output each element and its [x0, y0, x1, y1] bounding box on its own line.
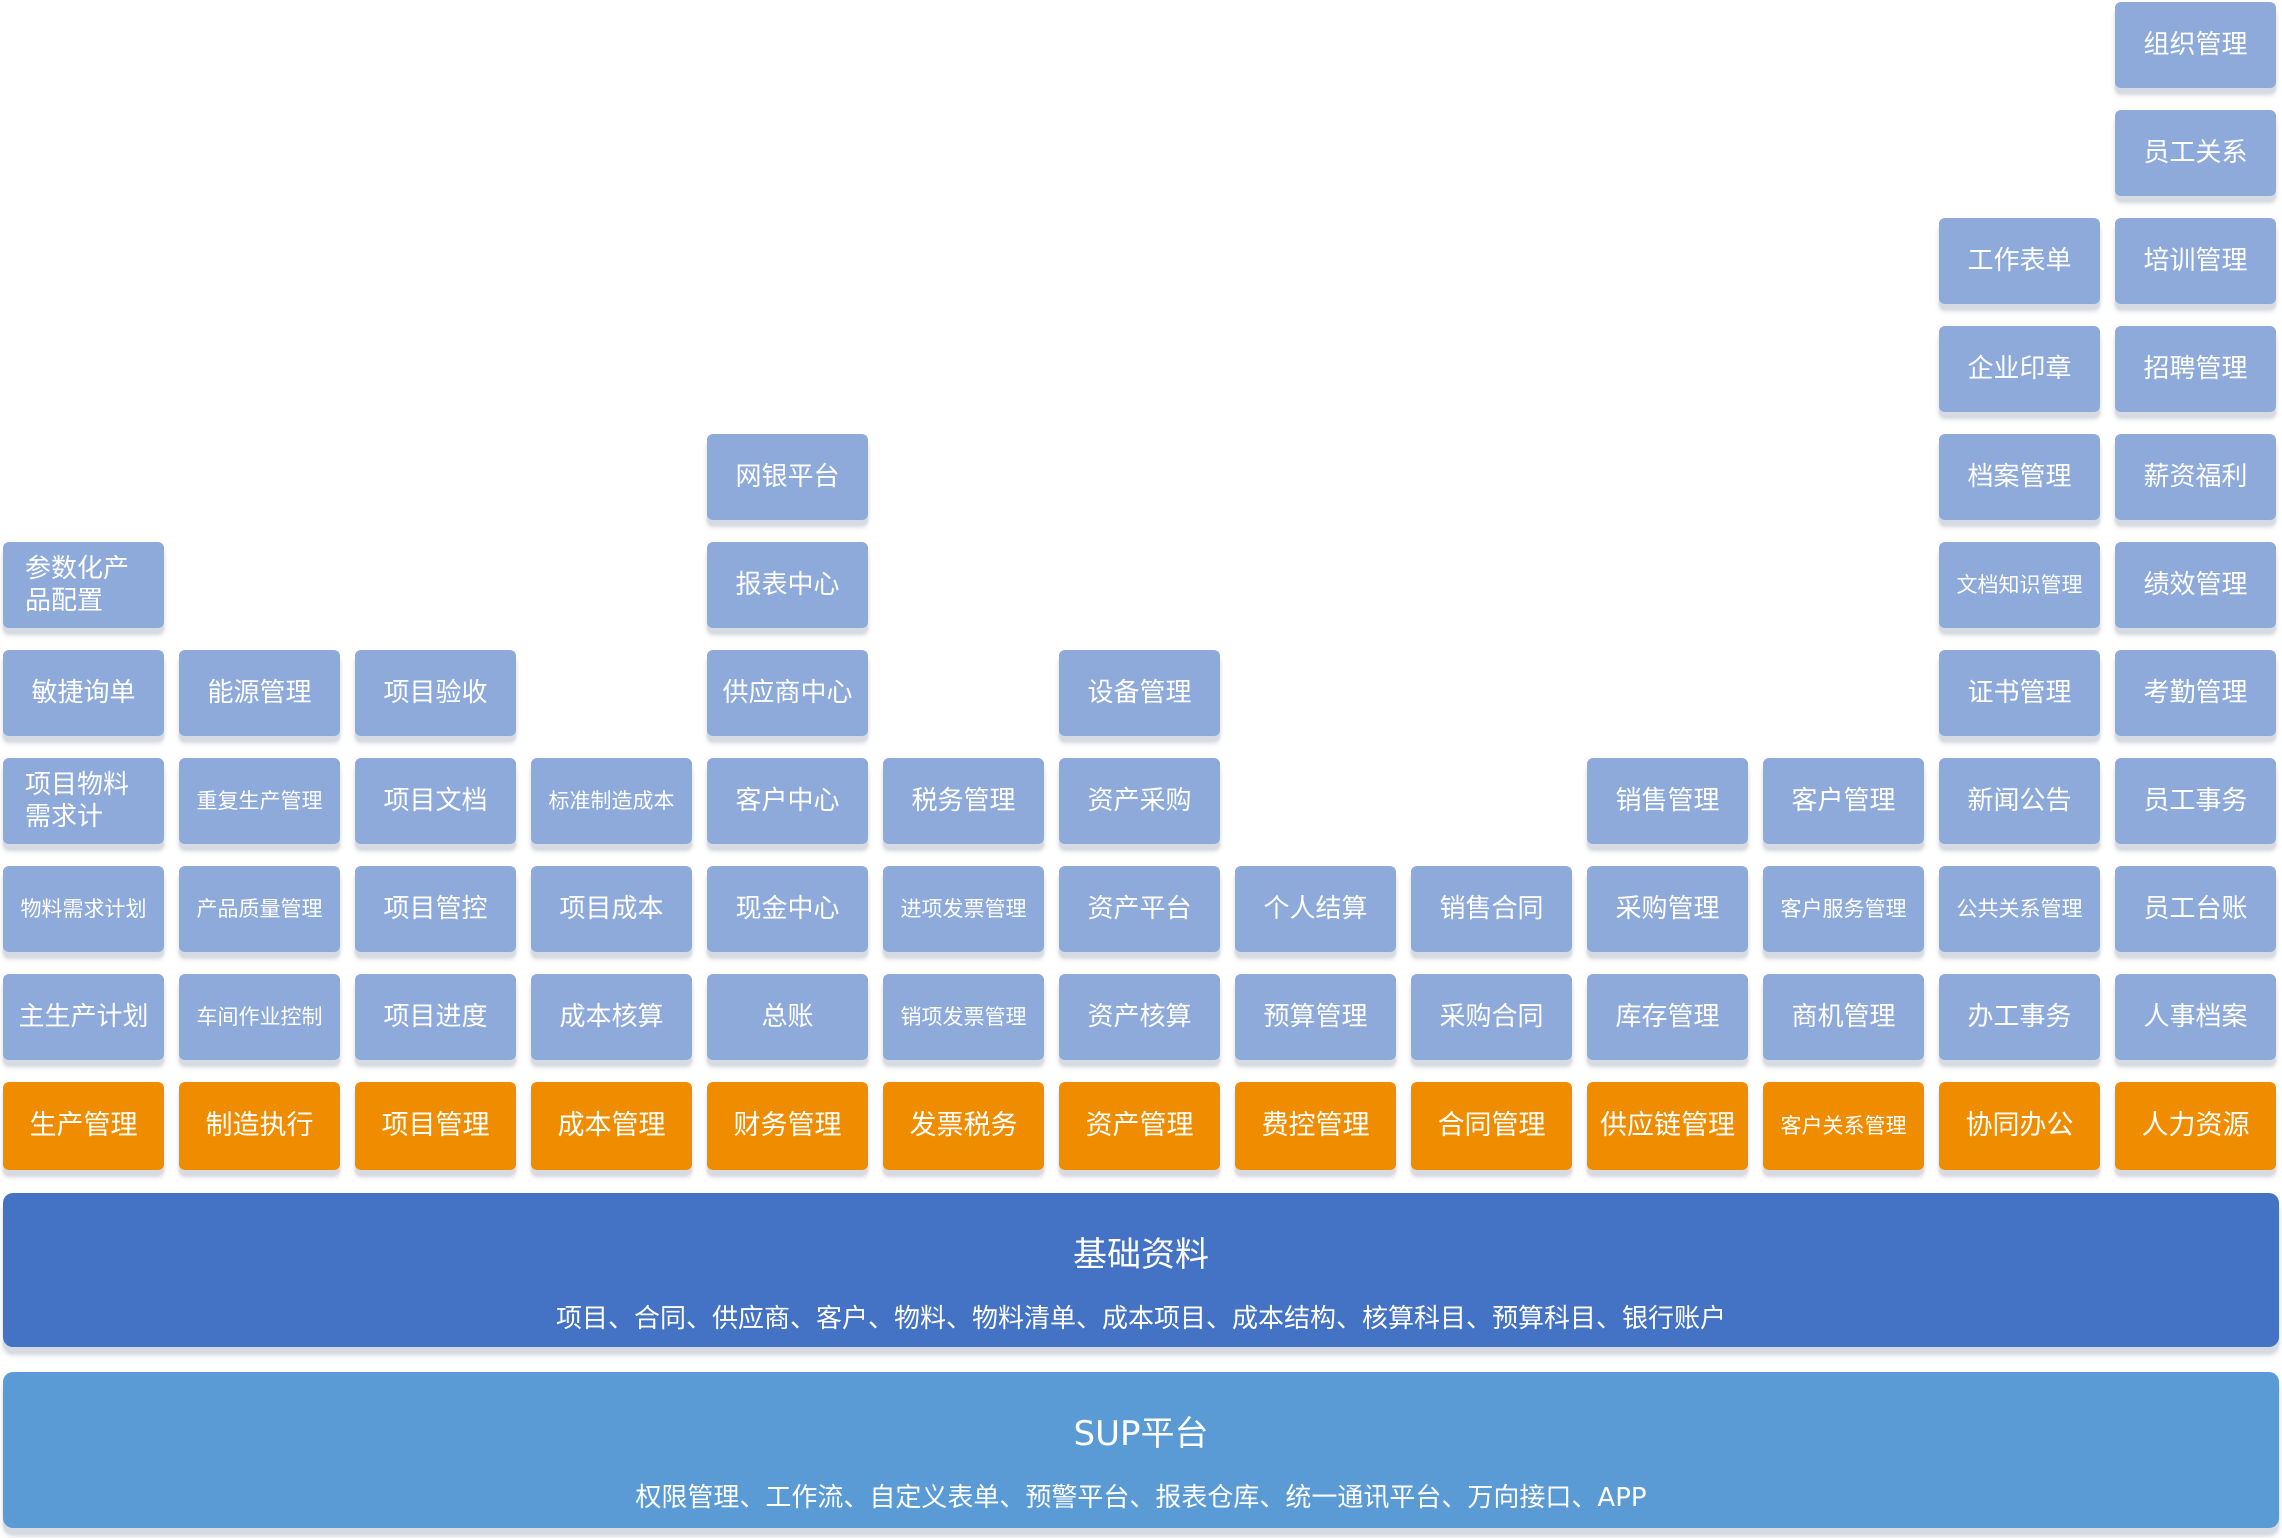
- module-2-item: 能源管理: [179, 650, 340, 736]
- module-10-item: 采购管理: [1587, 866, 1748, 952]
- module-5-item: 总账: [707, 974, 868, 1060]
- module-7-item: 资产核算: [1059, 974, 1220, 1060]
- module-1-item: 参数化产品配置: [3, 542, 164, 628]
- module-header-8: 费控管理: [1235, 1082, 1396, 1170]
- module-header-1: 生产管理: [3, 1082, 164, 1170]
- module-12-item: 企业印章: [1939, 326, 2100, 412]
- module-13-item: 人事档案: [2115, 974, 2276, 1060]
- module-header-5: 财务管理: [707, 1082, 868, 1170]
- module-4-item: 标准制造成本: [531, 758, 692, 844]
- module-12-item: 文档知识管理: [1939, 542, 2100, 628]
- module-1-item: 敏捷询单: [3, 650, 164, 736]
- sup-platform-description: 权限管理、工作流、自定义表单、预警平台、报表仓库、统一通讯平台、万向接口、APP: [635, 1483, 1647, 1513]
- module-10-item: 库存管理: [1587, 974, 1748, 1060]
- module-header-2: 制造执行: [179, 1082, 340, 1170]
- module-13-item: 绩效管理: [2115, 542, 2276, 628]
- module-9-item: 采购合同: [1411, 974, 1572, 1060]
- module-13-item: 培训管理: [2115, 218, 2276, 304]
- module-5-item: 现金中心: [707, 866, 868, 952]
- module-7-item: 资产平台: [1059, 866, 1220, 952]
- module-11-item: 商机管理: [1763, 974, 1924, 1060]
- module-12-item: 证书管理: [1939, 650, 2100, 736]
- module-2-item: 重复生产管理: [179, 758, 340, 844]
- module-header-12: 协同办公: [1939, 1082, 2100, 1170]
- module-header-9: 合同管理: [1411, 1082, 1572, 1170]
- module-7-item: 资产采购: [1059, 758, 1220, 844]
- module-header-3: 项目管理: [355, 1082, 516, 1170]
- module-12-item: 办工事务: [1939, 974, 2100, 1060]
- module-13-item: 薪资福利: [2115, 434, 2276, 520]
- module-13-item: 组织管理: [2115, 2, 2276, 88]
- module-3-item: 项目管控: [355, 866, 516, 952]
- base-data-title: 基础资料: [1073, 1235, 1209, 1275]
- module-11-item: 客户服务管理: [1763, 866, 1924, 952]
- base-data-bar: 基础资料 项目、合同、供应商、客户、物料、物料清单、成本项目、成本结构、核算科目…: [3, 1193, 2279, 1347]
- module-3-item: 项目进度: [355, 974, 516, 1060]
- module-13-item: 员工事务: [2115, 758, 2276, 844]
- module-5-item: 供应商中心: [707, 650, 868, 736]
- module-12-item: 新闻公告: [1939, 758, 2100, 844]
- module-4-item: 成本核算: [531, 974, 692, 1060]
- module-2-item: 产品质量管理: [179, 866, 340, 952]
- module-header-6: 发票税务: [883, 1082, 1044, 1170]
- sup-platform-title: SUP平台: [1073, 1414, 1209, 1454]
- module-4-item: 项目成本: [531, 866, 692, 952]
- module-header-7: 资产管理: [1059, 1082, 1220, 1170]
- module-7-item: 设备管理: [1059, 650, 1220, 736]
- module-header-13: 人力资源: [2115, 1082, 2276, 1170]
- module-6-item: 销项发票管理: [883, 974, 1044, 1060]
- module-13-item: 员工关系: [2115, 110, 2276, 196]
- module-header-11: 客户关系管理: [1763, 1082, 1924, 1170]
- module-3-item: 项目验收: [355, 650, 516, 736]
- base-data-description: 项目、合同、供应商、客户、物料、物料清单、成本项目、成本结构、核算科目、预算科目…: [555, 1304, 1726, 1334]
- module-6-item: 税务管理: [883, 758, 1044, 844]
- module-11-item: 客户管理: [1763, 758, 1924, 844]
- module-header-4: 成本管理: [531, 1082, 692, 1170]
- module-12-item: 档案管理: [1939, 434, 2100, 520]
- module-1-item: 主生产计划: [3, 974, 164, 1060]
- module-1-item: 物料需求计划: [3, 866, 164, 952]
- module-10-item: 销售管理: [1587, 758, 1748, 844]
- module-13-item: 员工台账: [2115, 866, 2276, 952]
- module-13-item: 考勤管理: [2115, 650, 2276, 736]
- module-9-item: 销售合同: [1411, 866, 1572, 952]
- sup-platform-bar: SUP平台 权限管理、工作流、自定义表单、预警平台、报表仓库、统一通讯平台、万向…: [3, 1372, 2279, 1528]
- module-3-item: 项目文档: [355, 758, 516, 844]
- module-12-item: 公共关系管理: [1939, 866, 2100, 952]
- module-5-item: 网银平台: [707, 434, 868, 520]
- module-header-10: 供应链管理: [1587, 1082, 1748, 1170]
- module-6-item: 进项发票管理: [883, 866, 1044, 952]
- module-2-item: 车间作业控制: [179, 974, 340, 1060]
- module-5-item: 报表中心: [707, 542, 868, 628]
- module-13-item: 招聘管理: [2115, 326, 2276, 412]
- module-1-item: 项目物料需求计: [3, 758, 164, 844]
- module-8-item: 预算管理: [1235, 974, 1396, 1060]
- module-12-item: 工作表单: [1939, 218, 2100, 304]
- module-8-item: 个人结算: [1235, 866, 1396, 952]
- module-5-item: 客户中心: [707, 758, 868, 844]
